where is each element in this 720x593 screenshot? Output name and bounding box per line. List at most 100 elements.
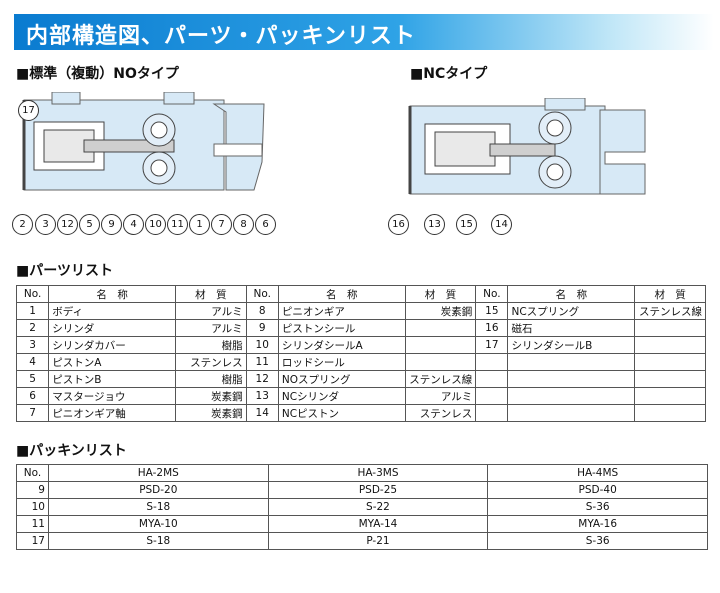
part-no: 12 [245,370,279,388]
part-no: 13 [245,387,279,405]
callout-14: 14 [491,214,512,235]
col-header-no: No. [475,285,509,303]
part-material: アルミ [175,319,247,337]
part-name: ロッドシール [277,353,406,371]
title-bar: 内部構造図、パーツ・パッキンリスト [14,14,714,50]
part-material: 炭素鋼 [404,302,477,320]
callout-10: 10 [145,214,166,235]
part-material: 炭素鋼 [175,404,247,422]
callout-9: 9 [101,214,122,235]
callout-8: 8 [233,214,254,235]
part-material [634,370,706,388]
packing-col-ha3ms: HA-3MS [267,464,489,482]
page-title: 内部構造図、パーツ・パッキンリスト [26,24,416,49]
packing-col-ha4ms: HA-4MS [487,464,708,482]
part-name: シリンダ [48,319,177,337]
part-material [634,404,706,422]
part-no: 2 [15,319,50,337]
part-name: NCピストン [277,404,406,422]
callout-2: 2 [12,214,33,235]
packing-col-ha2ms: HA-2MS [47,464,269,482]
packing-no: 9 [16,481,49,499]
no-type-heading: ■標準（複動）NOタイプ [16,66,179,82]
part-material: 樹脂 [175,336,247,354]
part-no [475,370,509,388]
part-no: 11 [245,353,279,371]
part-no: 7 [15,404,50,422]
packing-code: MYA-10 [47,515,269,533]
part-no: 16 [475,319,509,337]
packing-code: P-21 [267,532,489,550]
part-name: NOスプリング [277,370,406,388]
callout-15: 15 [456,214,477,235]
part-name [507,353,636,371]
callout-5: 5 [79,214,100,235]
part-name [507,370,636,388]
part-material [404,353,477,371]
part-material [634,336,706,354]
part-name: 磁石 [507,319,636,337]
col-header-no: No. [15,285,50,303]
part-name [507,387,636,405]
part-name: NCシリンダ [277,387,406,405]
packing-no: 10 [16,498,49,516]
part-material: アルミ [404,387,477,405]
col-header-no: No. [245,285,279,303]
part-material [404,319,477,337]
part-material: ステンレス線 [634,302,706,320]
part-name: ピストンB [48,370,177,388]
packing-code: MYA-16 [487,515,708,533]
parts-heading: ■パーツリスト [16,263,113,279]
callout-13: 13 [424,214,445,235]
part-name: ボディ [48,302,177,320]
part-material: ステンレス [404,404,477,422]
part-material: アルミ [175,302,247,320]
part-no: 17 [475,336,509,354]
part-name: ピニオンギア [277,302,406,320]
packing-code: S-18 [47,532,269,550]
col-header-material: 材 質 [175,285,247,303]
packing-code: S-18 [47,498,269,516]
part-name: NCスプリング [507,302,636,320]
part-no: 6 [15,387,50,405]
part-material: ステンレス [175,353,247,371]
part-name: シリンダシールA [277,336,406,354]
part-no: 10 [245,336,279,354]
packing-no: 11 [16,515,49,533]
part-name: ピニオンギア軸 [48,404,177,422]
col-header-material: 材 質 [404,285,477,303]
packing-heading: ■パッキンリスト [16,443,127,459]
callout-11: 11 [167,214,188,235]
part-name: シリンダカバー [48,336,177,354]
callout-16: 16 [388,214,409,235]
part-name: シリンダシールB [507,336,636,354]
nc-type-diagram [408,98,646,195]
part-no: 9 [245,319,279,337]
packing-code: S-36 [487,498,708,516]
col-header-name: 名 称 [48,285,177,303]
part-no: 15 [475,302,509,320]
packing-code: S-22 [267,498,489,516]
part-name [507,404,636,422]
part-material: 炭素鋼 [175,387,247,405]
parts-header-row: No. 名 称 材 質 No. 名 称 材 質 No. 名 称 材 質 [15,285,706,303]
part-no: 5 [15,370,50,388]
part-no: 14 [245,404,279,422]
part-name: ピストンA [48,353,177,371]
part-material [634,319,706,337]
callout-1: 1 [189,214,210,235]
part-name: マスタージョウ [48,387,177,405]
packing-header-row: No. HA-2MS HA-3MS HA-4MS [16,464,708,482]
packing-code: PSD-25 [267,481,489,499]
packing-no: 17 [16,532,49,550]
